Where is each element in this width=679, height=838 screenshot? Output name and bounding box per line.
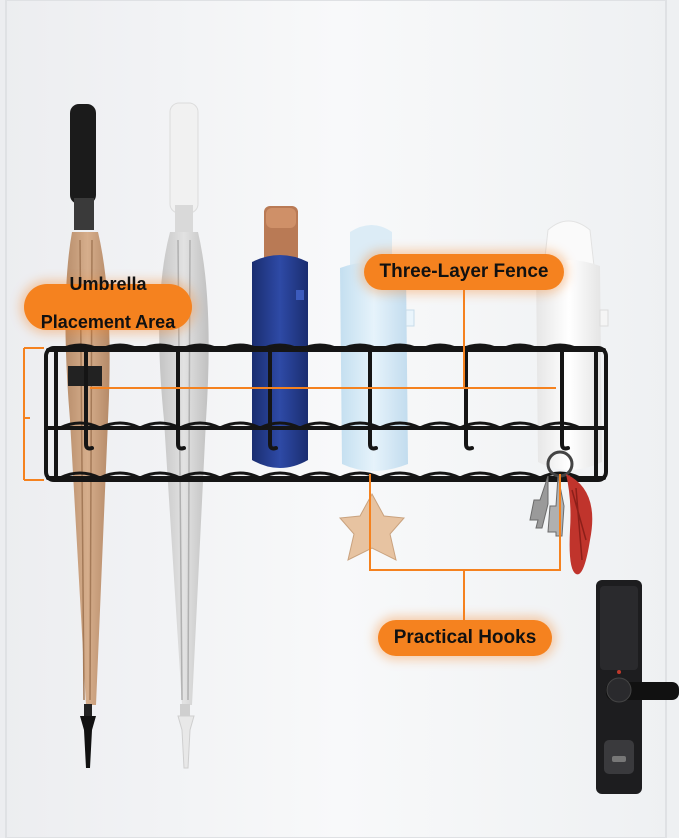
light-blue-folded-umbrella [340, 225, 415, 471]
umbrella-rack [44, 343, 608, 482]
star-ornament [338, 492, 406, 561]
smart-door-lock [596, 580, 679, 794]
callout-umbrella-line1: Umbrella [69, 274, 147, 294]
callout-three-layer-fence: Three-Layer Fence [364, 254, 564, 290]
callout-umbrella-line2: Placement Area [40, 312, 176, 332]
door-panel [5, 0, 667, 838]
white-folded-umbrella [536, 220, 609, 470]
navy-folded-umbrella [252, 206, 308, 468]
callout-umbrella-placement-area: Umbrella Placement Area [24, 275, 192, 332]
callout-practical-hooks: Practical Hooks [378, 620, 552, 656]
callout-lines [23, 290, 561, 620]
